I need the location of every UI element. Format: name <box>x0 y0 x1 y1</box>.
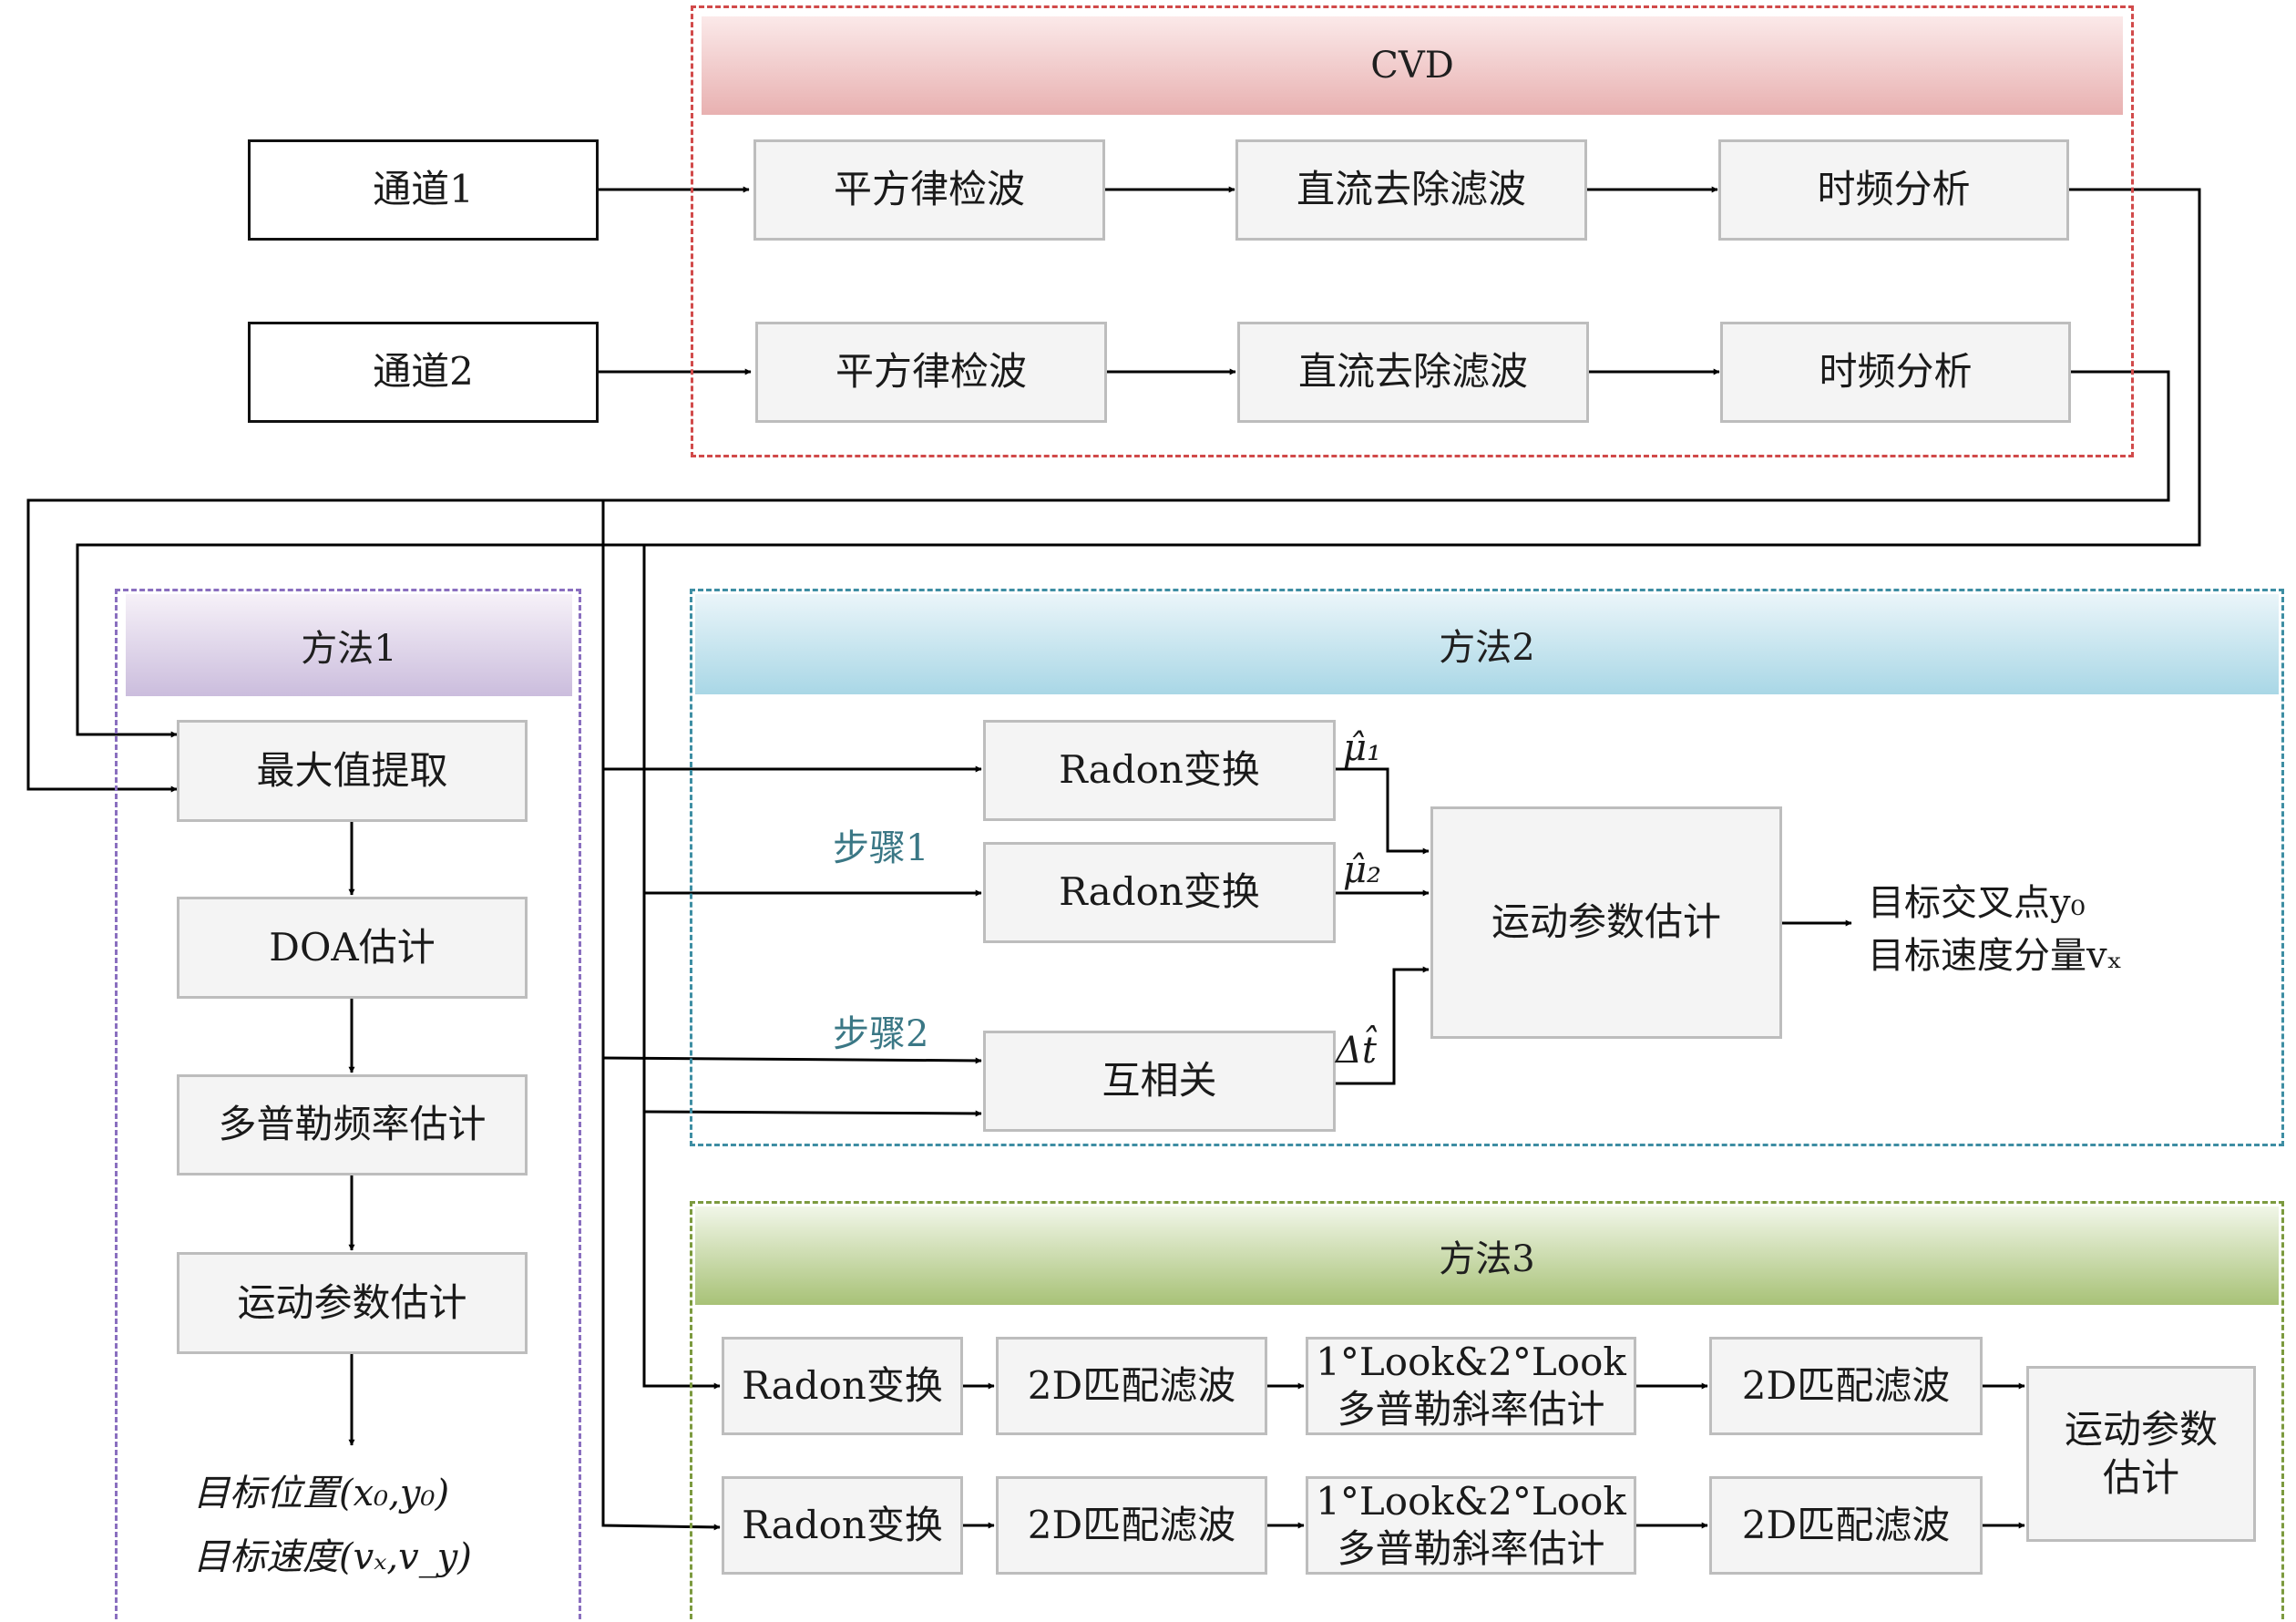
m3-radon-transform-2: Radon变换 <box>722 1476 963 1575</box>
wire-bus-b <box>642 545 721 1390</box>
method3-title: 方法3 <box>695 1206 2279 1305</box>
m3-doppler-rate-estimation-2: 1°Look&2°Look 多普勒斜率估计 <box>1306 1476 1636 1575</box>
mu2-label: μ̂₂ <box>1343 849 1382 891</box>
mu1-label: μ̂₁ <box>1343 727 1382 769</box>
method2-group <box>690 589 2284 1146</box>
channel-1-box: 通道1 <box>248 139 599 241</box>
method3-group <box>690 1201 2284 1622</box>
m2-output-crosspoint: 目标交叉点y₀ <box>1868 882 2086 924</box>
wire-tf1-feedback <box>76 188 2201 738</box>
m3-2d-matched-filter-2a: 2D匹配滤波 <box>996 1476 1267 1575</box>
m1-output-velocity: 目标速度(vₓ,v_y) <box>193 1536 472 1578</box>
m3-2d-matched-filter-1b: 2D匹配滤波 <box>1709 1337 1983 1435</box>
arrow-bus-b-xcorr <box>643 1110 982 1117</box>
m3-2d-matched-filter-1a: 2D匹配滤波 <box>996 1337 1267 1435</box>
max-value-extraction: 最大值提取 <box>177 720 528 822</box>
arrow-mu1 <box>1336 767 1430 855</box>
arrow-bus-a-xcorr <box>602 1056 982 1064</box>
method2-title: 方法2 <box>695 594 2279 694</box>
cvd-group <box>691 5 2134 457</box>
doa-estimation: DOA估计 <box>177 897 528 999</box>
m3-2d-matched-filter-2b: 2D匹配滤波 <box>1709 1476 1983 1575</box>
method1-group <box>115 589 581 1622</box>
m3-final-line2: 估计 <box>2102 1454 2179 1500</box>
step2-label: 步骤2 <box>833 1013 929 1055</box>
m3-doppler-rate-label-2: 多普勒斜率估计 <box>1337 1526 1605 1571</box>
m3-doppler-rate-label-1: 多普勒斜率估计 <box>1337 1387 1605 1432</box>
m3-look-label-2: 1°Look&2°Look <box>1316 1478 1626 1524</box>
m3-doppler-rate-estimation-1: 1°Look&2°Look 多普勒斜率估计 <box>1306 1337 1636 1435</box>
delta-t-label: Δt̂ <box>1336 1030 1377 1072</box>
time-frequency-analysis-1: 时频分析 <box>1718 139 2069 241</box>
wire-tf2-feedback <box>26 370 2170 793</box>
m3-final-line1: 运动参数 <box>2064 1407 2218 1452</box>
motion-parameter-estimation-m2: 运动参数估计 <box>1430 806 1782 1039</box>
radon-transform-1: Radon变换 <box>983 720 1336 821</box>
radon-transform-2: Radon变换 <box>983 842 1336 943</box>
m3-motion-parameter-estimation: 运动参数 估计 <box>2026 1366 2256 1542</box>
method1-title: 方法1 <box>126 594 572 696</box>
square-law-detector-1: 平方律检波 <box>753 139 1105 241</box>
channel-2-box: 通道2 <box>248 322 599 423</box>
arrow-dt <box>1336 966 1430 1085</box>
square-law-detector-2: 平方律检波 <box>755 322 1107 423</box>
time-frequency-analysis-2: 时频分析 <box>1720 322 2071 423</box>
m3-look-label-1: 1°Look&2°Look <box>1316 1339 1626 1384</box>
dc-removal-filter-1: 直流去除滤波 <box>1235 139 1587 241</box>
cross-correlation: 互相关 <box>983 1031 1336 1132</box>
step1-label: 步骤1 <box>833 827 929 869</box>
dc-removal-filter-2: 直流去除滤波 <box>1237 322 1589 423</box>
m2-output-velocity: 目标速度分量vₓ <box>1868 935 2123 977</box>
cvd-title: CVD <box>702 16 2123 115</box>
m1-output-position: 目标位置(x₀,y₀) <box>193 1473 450 1514</box>
motion-parameter-estimation-m1: 运动参数估计 <box>177 1252 528 1354</box>
wire-bus-a <box>601 500 721 1531</box>
m3-radon-transform-1: Radon变换 <box>722 1337 963 1435</box>
doppler-frequency-estimation: 多普勒频率估计 <box>177 1074 528 1175</box>
